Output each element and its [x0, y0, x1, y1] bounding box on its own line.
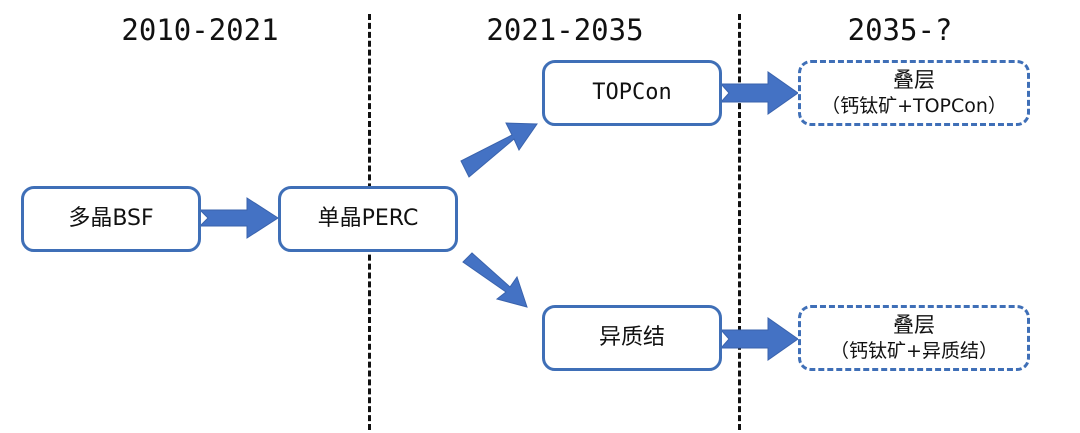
node-mono-perc-label: 单晶PERC [317, 206, 419, 231]
node-hjt: 异质结 [542, 305, 722, 371]
node-tandem-topcon: 叠层 （钙钛矿+TOPCon） [798, 60, 1030, 126]
node-tandem-hjt: 叠层 （钙钛矿+异质结） [798, 305, 1030, 371]
period-label-1: 2010-2021 [121, 13, 279, 47]
node-topcon-label: TOPCon [592, 80, 672, 105]
arrow-bsf-to-perc [198, 197, 279, 239]
period-label-2: 2021-2035 [486, 13, 644, 47]
node-tandem-hjt-subtitle: （钙钛矿+异质结） [830, 340, 998, 362]
node-tandem-hjt-title: 叠层 [893, 313, 935, 337]
node-multi-bsf-label: 多晶BSF [68, 206, 154, 231]
node-mono-perc: 单晶PERC [278, 186, 458, 252]
arrow-topcon-to-tandem [719, 71, 799, 115]
node-topcon: TOPCon [542, 60, 722, 126]
node-tandem-topcon-subtitle: （钙钛矿+TOPCon） [821, 95, 1007, 117]
arrow-hjt-to-tandem [719, 317, 799, 361]
period-divider-2 [738, 14, 741, 430]
node-multi-bsf: 多晶BSF [21, 186, 201, 252]
arrow-perc-to-hjt [462, 252, 528, 308]
node-tandem-topcon-title: 叠层 [893, 68, 935, 92]
period-label-3: 2035-? [847, 13, 953, 47]
arrow-perc-to-topcon [460, 122, 538, 178]
node-hjt-label: 异质结 [598, 325, 665, 350]
